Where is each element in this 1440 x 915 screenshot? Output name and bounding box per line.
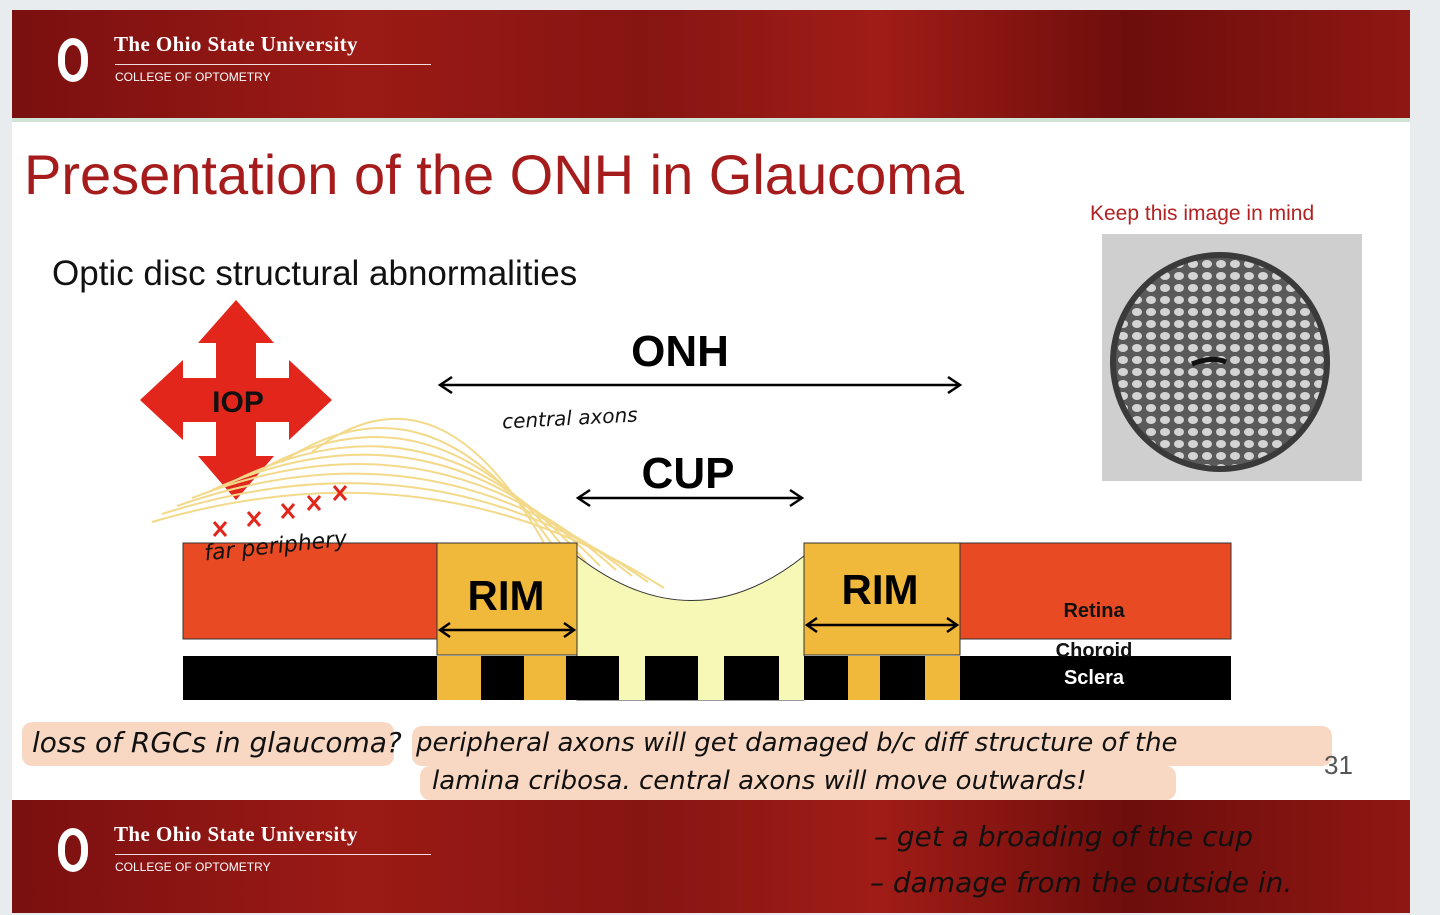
footer-divider [115, 854, 431, 855]
choroid-label: Choroid [1056, 640, 1133, 662]
retina-label: Retina [1063, 600, 1125, 622]
cup-label: CUP [642, 449, 735, 498]
header-college-name: COLLEGE OF OPTOMETRY [115, 70, 271, 84]
slide-subtitle: Optic disc structural abnormalities [52, 254, 578, 293]
slide-title: Presentation of the ONH in Glaucoma [24, 143, 965, 206]
rgc-loss-question: loss of RGCs in glaucoma? [32, 726, 402, 759]
question-highlight [22, 722, 394, 766]
answer-line-2: lamina cribosa. central axons will move … [432, 766, 1087, 796]
header-accent-strip [12, 118, 1410, 122]
iop-arrow-icon [140, 300, 332, 500]
header-university-name: The Ohio State University [114, 32, 358, 56]
axon-arcs [151, 417, 665, 589]
ohio-state-logo-footer [58, 828, 88, 872]
iop-label: IOP [212, 386, 264, 419]
slide: The Ohio State University COLLEGE OF OPT… [12, 10, 1410, 913]
rim-right [803, 542, 961, 656]
header-banner: The Ohio State University COLLEGE OF OPT… [12, 10, 1410, 118]
header-divider [115, 64, 431, 65]
sclera-label: Sclera [1064, 667, 1125, 689]
cup-width-arrow [575, 488, 805, 508]
rim-left [436, 542, 578, 656]
footer-college-name: COLLEGE OF OPTOMETRY [115, 860, 271, 874]
ohio-state-logo [58, 38, 88, 82]
lamina-cribrosa-image [1102, 234, 1362, 481]
retina-left [182, 542, 438, 640]
onh-label: ONH [631, 327, 729, 376]
rim-arrows [437, 616, 960, 639]
footer-university-name: The Ohio State University [114, 822, 358, 846]
outside-in-note: – damage from the outside in. [870, 866, 1293, 899]
answer-line-1: peripheral axons will get damaged b/c di… [416, 728, 1178, 758]
onh-width-arrow [437, 375, 963, 395]
lamina-cribrosa-pores [437, 656, 960, 700]
retina-right [959, 542, 1232, 640]
onh-diagram: IOP ONH CUP [140, 300, 1232, 701]
rim-right-label: RIM [842, 566, 919, 613]
damage-x-marks [212, 485, 348, 537]
answer-highlight-2 [420, 766, 1176, 800]
rim-left-label: RIM [468, 572, 545, 619]
keep-image-caption: Keep this image in mind [1090, 202, 1315, 225]
footer-banner: The Ohio State University COLLEGE OF OPT… [12, 800, 1410, 913]
page-number: 31 [1324, 750, 1353, 780]
broadening-cup-note: – get a broading of the cup [874, 820, 1254, 853]
answer-highlight-1 [412, 726, 1332, 766]
